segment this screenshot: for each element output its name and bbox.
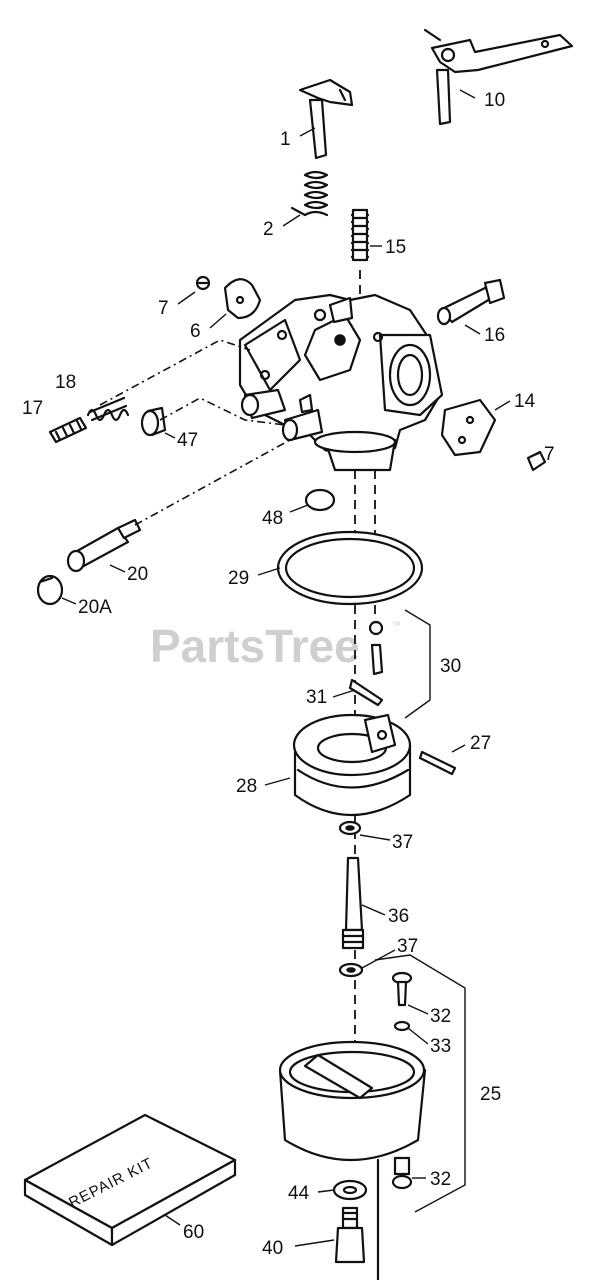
callout-7-top: 7: [158, 298, 169, 319]
part-14-plate[interactable]: [440, 398, 497, 457]
part-37-washer-lower[interactable]: [338, 962, 364, 978]
part-36-main-jet[interactable]: [341, 856, 365, 950]
part-18-spring[interactable]: [86, 396, 130, 422]
part-27-float-pin[interactable]: [418, 750, 457, 776]
leader-47: [159, 397, 286, 426]
watermark-trademark: ™: [392, 620, 401, 630]
part-40-bowl-nut[interactable]: [334, 1206, 366, 1264]
callout-2: 2: [263, 219, 274, 240]
part-33-washer[interactable]: [393, 1020, 411, 1032]
callout-33: 33: [430, 1036, 451, 1057]
callout-1: 1: [280, 129, 291, 150]
callout-20a: 20A: [78, 597, 112, 618]
part-29-gasket-ring[interactable]: [276, 530, 424, 606]
callout-32-upper: 32: [430, 1006, 451, 1027]
part-10-choke-shaft[interactable]: [423, 28, 574, 126]
part-60-repair-kit[interactable]: REPAIR KIT: [23, 1113, 237, 1247]
part-1-throttle-shaft[interactable]: [298, 78, 354, 160]
part-20a-cap[interactable]: [36, 574, 64, 606]
callout-17: 17: [22, 398, 43, 419]
callout-60: 60: [183, 1222, 204, 1243]
leader-20: [134, 439, 291, 526]
part-37-washer-upper[interactable]: [338, 820, 362, 836]
callout-16: 16: [484, 325, 505, 346]
callout-37-lower: 37: [397, 936, 418, 957]
callout-10: 10: [484, 90, 505, 111]
part-31-clip[interactable]: [348, 678, 384, 707]
part-17-needle[interactable]: [48, 416, 88, 444]
part-47-plug[interactable]: [140, 406, 167, 437]
callout-40: 40: [262, 1238, 283, 1259]
callout-7-right: 7: [544, 444, 555, 465]
part-6-plate[interactable]: [223, 278, 262, 320]
callout-29: 29: [228, 568, 249, 589]
part-30-inlet-needle[interactable]: [368, 620, 384, 676]
watermark-text: PartsTree: [150, 620, 360, 672]
callout-15: 15: [385, 237, 406, 258]
callout-47: 47: [177, 430, 198, 451]
callout-6: 6: [190, 321, 201, 342]
callout-32-lower: 32: [430, 1169, 451, 1190]
bracket-25: [374, 954, 466, 1213]
part-32-screw-lower[interactable]: [391, 1156, 413, 1190]
callout-48: 48: [262, 508, 283, 529]
part-44-washer[interactable]: [332, 1179, 368, 1201]
part-2-spring[interactable]: [290, 170, 329, 217]
callout-20: 20: [127, 564, 148, 585]
part-25-float-bowl[interactable]: [278, 1040, 427, 1161]
callout-18: 18: [55, 372, 76, 393]
part-20-fuel-pipe[interactable]: [66, 518, 142, 573]
part-16-fitting[interactable]: [436, 278, 506, 326]
part-48-disc[interactable]: [304, 488, 336, 512]
part-15-spring[interactable]: [350, 208, 370, 262]
callout-37-upper: 37: [392, 832, 413, 853]
callout-27: 27: [470, 733, 491, 754]
part-32-screw-upper[interactable]: [391, 971, 413, 1007]
part-28-float[interactable]: [292, 713, 412, 817]
carburetor-body[interactable]: [238, 293, 444, 472]
leader-17-18: [99, 339, 251, 406]
callout-36: 36: [388, 906, 409, 927]
bracket-30: [404, 609, 431, 719]
callout-14: 14: [514, 391, 536, 412]
callout-25: 25: [480, 1084, 501, 1105]
callout-44: 44: [288, 1183, 310, 1204]
callout-30: 30: [440, 656, 461, 677]
part-7-screw-top[interactable]: [195, 275, 211, 291]
callout-28: 28: [236, 776, 257, 797]
callout-31: 31: [306, 687, 327, 708]
